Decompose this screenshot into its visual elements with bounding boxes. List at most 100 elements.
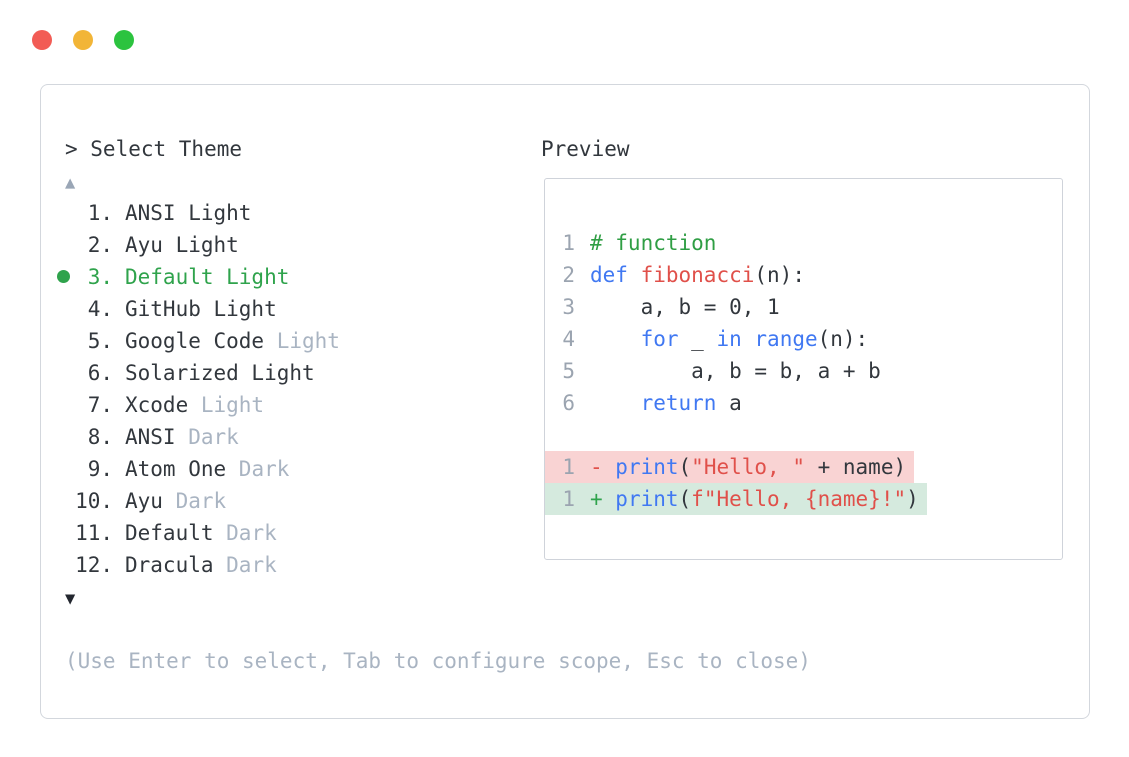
theme-item-label: Dracula Dark xyxy=(125,553,277,577)
code-line: 3 a, b = 0, 1 xyxy=(561,291,1062,323)
theme-list-item[interactable]: 3. Default Light xyxy=(53,261,541,293)
select-theme-title: > Select Theme xyxy=(65,137,243,161)
theme-list-item[interactable]: 8. ANSI Dark xyxy=(53,421,541,453)
line-number: 3 xyxy=(562,295,575,319)
token-comment: # function xyxy=(590,231,717,255)
theme-item-variant: Dark xyxy=(162,489,227,513)
scroll-up-icon[interactable]: ▲ xyxy=(65,165,541,197)
theme-item-variant: Light xyxy=(188,393,265,417)
theme-item-number: 5. xyxy=(87,329,113,353)
code-line xyxy=(561,419,1062,451)
theme-item-variant: Dark xyxy=(213,553,277,577)
line-number: 6 xyxy=(562,391,575,415)
token-string: f"Hello, {name}!" xyxy=(691,487,907,511)
token-plain: ) xyxy=(906,487,919,511)
diff-line-added: 1+ print(f"Hello, {name}!") xyxy=(545,483,1062,515)
diff-line-removed: 1- print("Hello, " + name) xyxy=(545,451,1062,483)
scroll-up-glyph: ▲ xyxy=(65,173,76,193)
token-plain xyxy=(590,327,641,351)
code-line-content: 4 for _ in range(n): xyxy=(561,323,868,355)
theme-item-number: 12. xyxy=(75,553,113,577)
scroll-down-glyph: ▼ xyxy=(65,589,76,609)
token-plain: a, b = b, a + b xyxy=(590,359,881,383)
window-controls xyxy=(32,30,134,50)
marker-gutter xyxy=(53,485,75,517)
code-line-content: 1+ print(f"Hello, {name}!") xyxy=(545,483,927,515)
scroll-down-icon[interactable]: ▼ xyxy=(65,581,541,613)
code-line: 2 def fibonacci(n): xyxy=(561,259,1062,291)
theme-item-label: Xcode Light xyxy=(125,393,265,417)
preview-title: Preview xyxy=(541,137,630,161)
token-plain: (n): xyxy=(817,327,869,351)
theme-item-label: GitHub Light xyxy=(125,297,277,321)
marker-gutter xyxy=(53,325,75,357)
token-keyword: print xyxy=(615,455,679,479)
code-line-content: 6 return a xyxy=(561,387,741,419)
theme-item-number: 8. xyxy=(87,425,113,449)
theme-item-label: ANSI Dark xyxy=(125,425,239,449)
token-string: "Hello, " xyxy=(691,455,805,479)
token-removed_sign: - xyxy=(590,455,616,479)
code-line: 1# function xyxy=(561,227,1062,259)
theme-list-item[interactable]: 2.Ayu Light xyxy=(53,229,541,261)
code-line: 5 a, b = b, a + b xyxy=(561,355,1062,387)
theme-list-item[interactable]: 6. Solarized Light xyxy=(53,357,541,389)
selected-indicator xyxy=(53,261,75,293)
zoom-button[interactable] xyxy=(114,30,134,50)
theme-item-label: Ayu Dark xyxy=(125,489,227,513)
token-function: fibonacci xyxy=(640,263,755,287)
theme-item-number: 7. xyxy=(87,393,113,417)
theme-item-variant: Dark xyxy=(175,425,239,449)
theme-item-number: 6. xyxy=(87,361,113,385)
marker-gutter xyxy=(53,229,75,261)
theme-list-item[interactable]: 11. Default Dark xyxy=(53,517,541,549)
theme-list-item[interactable]: 7. Xcode Light xyxy=(53,389,541,421)
minimize-button[interactable] xyxy=(73,30,93,50)
theme-list-item[interactable]: 1.ANSI Light xyxy=(53,197,541,229)
token-plain xyxy=(628,263,641,287)
token-keyword: print xyxy=(615,487,679,511)
help-text: (Use Enter to select, Tab to configure s… xyxy=(65,649,811,673)
marker-gutter xyxy=(53,389,75,421)
code-line-content: 5 a, b = b, a + b xyxy=(561,355,881,387)
marker-gutter xyxy=(53,549,75,581)
theme-item-number: 9. xyxy=(87,457,113,481)
theme-item-number: 3. xyxy=(87,265,113,289)
theme-item-label: Default Light xyxy=(125,265,290,289)
line-number: 5 xyxy=(562,359,575,383)
marker-gutter xyxy=(53,197,75,229)
line-number: 2 xyxy=(562,263,575,287)
selected-dot-icon xyxy=(57,270,70,283)
theme-list-item[interactable]: 4.GitHub Light xyxy=(53,293,541,325)
marker-gutter xyxy=(53,357,75,389)
theme-item-label: Atom One Dark xyxy=(125,457,290,481)
code-line-content: 1# function xyxy=(561,227,716,259)
token-plain: a, b = 0, 1 xyxy=(590,295,780,319)
theme-item-variant: Light xyxy=(264,329,340,353)
theme-list-item[interactable]: 5.Google Code Light xyxy=(53,325,541,357)
theme-item-variant: Dark xyxy=(213,521,277,545)
theme-list-item[interactable]: 9. Atom One Dark xyxy=(53,453,541,485)
theme-item-number: 11. xyxy=(75,521,113,545)
code-line: 4 for _ in range(n): xyxy=(561,323,1062,355)
theme-item-label: Default Dark xyxy=(125,521,277,545)
marker-gutter xyxy=(53,293,75,325)
theme-item-label: Solarized Light xyxy=(125,361,315,385)
token-keyword: def xyxy=(590,263,628,287)
close-button[interactable] xyxy=(32,30,52,50)
theme-item-number: 1. xyxy=(87,201,113,225)
marker-gutter xyxy=(53,421,75,453)
token-added_sign: + xyxy=(590,487,616,511)
token-plain: + name) xyxy=(804,455,907,479)
token-plain: (n): xyxy=(754,263,805,287)
code-line: 6 return a xyxy=(561,387,1062,419)
token-keyword: range xyxy=(754,327,818,351)
token-keyword: for xyxy=(640,327,679,351)
theme-list-item[interactable]: 10. Ayu Dark xyxy=(53,485,541,517)
theme-list-item[interactable]: 12. Dracula Dark xyxy=(53,549,541,581)
theme-item-number: 10. xyxy=(75,489,113,513)
